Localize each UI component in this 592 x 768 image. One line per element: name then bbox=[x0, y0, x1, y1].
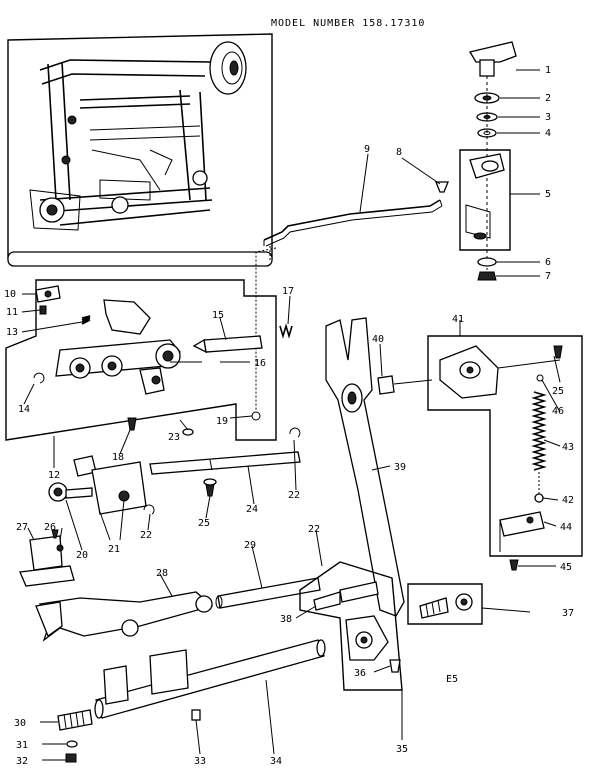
callout-5: 5 bbox=[545, 189, 551, 200]
callout-37: 37 bbox=[562, 608, 574, 619]
leader-lines bbox=[21, 69, 561, 761]
part-35-frame bbox=[299, 561, 403, 691]
callout-32: 32 bbox=[16, 756, 28, 767]
part-34-main-shaft bbox=[57, 639, 326, 763]
callout-20: 20 bbox=[76, 550, 88, 561]
callout-43: 43 bbox=[562, 442, 574, 453]
callout-10: 10 bbox=[4, 289, 16, 300]
callout-25a: 25 bbox=[198, 518, 210, 529]
callout-38: 38 bbox=[280, 614, 292, 625]
callout-16: 16 bbox=[254, 358, 266, 369]
callout-1: 1 bbox=[545, 65, 551, 76]
callout-14: 14 bbox=[18, 404, 30, 415]
callout-22b: 22 bbox=[140, 530, 152, 541]
callout-46: 46 bbox=[552, 406, 564, 417]
callout-27: 27 bbox=[16, 522, 28, 533]
callout-13: 13 bbox=[6, 327, 18, 338]
part-37-frame bbox=[407, 583, 483, 625]
part-9-zigzag-rod bbox=[263, 199, 443, 247]
callout-34: 34 bbox=[270, 756, 282, 767]
callout-40: 40 bbox=[372, 334, 384, 345]
callout-23: 23 bbox=[168, 432, 180, 443]
part-29-shaft bbox=[215, 577, 321, 609]
part-27-presser-foot bbox=[19, 529, 75, 587]
callout-35: 35 bbox=[396, 744, 408, 755]
part-28-arm bbox=[35, 591, 214, 642]
callout-29: 29 bbox=[244, 540, 256, 551]
model-number-title: MODEL NUMBER 158.17310 bbox=[271, 18, 425, 29]
part-40-block bbox=[377, 375, 395, 395]
left-mechanism bbox=[33, 285, 293, 436]
callout-44: 44 bbox=[560, 522, 572, 533]
callout-28: 28 bbox=[156, 568, 168, 579]
callout-7: 7 bbox=[545, 271, 551, 282]
callout-12: 12 bbox=[48, 470, 60, 481]
callout-labels: 1 2 3 4 5 6 7 8 9 10 11 13 14 15 16 17 1… bbox=[4, 65, 574, 767]
callout-19: 19 bbox=[216, 416, 228, 427]
callout-18: 18 bbox=[112, 452, 124, 463]
knob-assembly bbox=[435, 41, 517, 281]
callout-22a: 22 bbox=[288, 490, 300, 501]
callout-3: 3 bbox=[545, 112, 551, 123]
part-41-assembly-frame bbox=[427, 335, 583, 571]
callout-42: 42 bbox=[562, 495, 574, 506]
part-39-lever bbox=[325, 317, 405, 617]
callout-4: 4 bbox=[545, 128, 551, 139]
callout-36: 36 bbox=[354, 668, 366, 679]
callout-6: 6 bbox=[545, 257, 551, 268]
callout-31: 31 bbox=[16, 740, 28, 751]
callout-26: 26 bbox=[44, 522, 56, 533]
callout-30: 30 bbox=[14, 718, 26, 729]
callout-17: 17 bbox=[282, 286, 294, 297]
callout-8: 8 bbox=[396, 147, 402, 158]
callout-24: 24 bbox=[246, 504, 258, 515]
callout-2: 2 bbox=[545, 93, 551, 104]
figure-code: E5 bbox=[446, 674, 458, 685]
callout-33: 33 bbox=[194, 756, 206, 767]
callout-21: 21 bbox=[108, 544, 120, 555]
callout-45: 45 bbox=[560, 562, 572, 573]
machine-overview-inset bbox=[7, 33, 273, 267]
callout-9: 9 bbox=[364, 144, 370, 155]
part-21-crank bbox=[48, 455, 217, 515]
callout-25b: 25 bbox=[552, 386, 564, 397]
callout-11: 11 bbox=[6, 307, 18, 318]
callout-39: 39 bbox=[394, 462, 406, 473]
callout-15: 15 bbox=[212, 310, 224, 321]
callout-41: 41 bbox=[452, 314, 464, 325]
callout-22c: 22 bbox=[308, 524, 320, 535]
part-12-bracket-frame bbox=[5, 279, 277, 441]
part-24-shaft bbox=[149, 427, 301, 475]
